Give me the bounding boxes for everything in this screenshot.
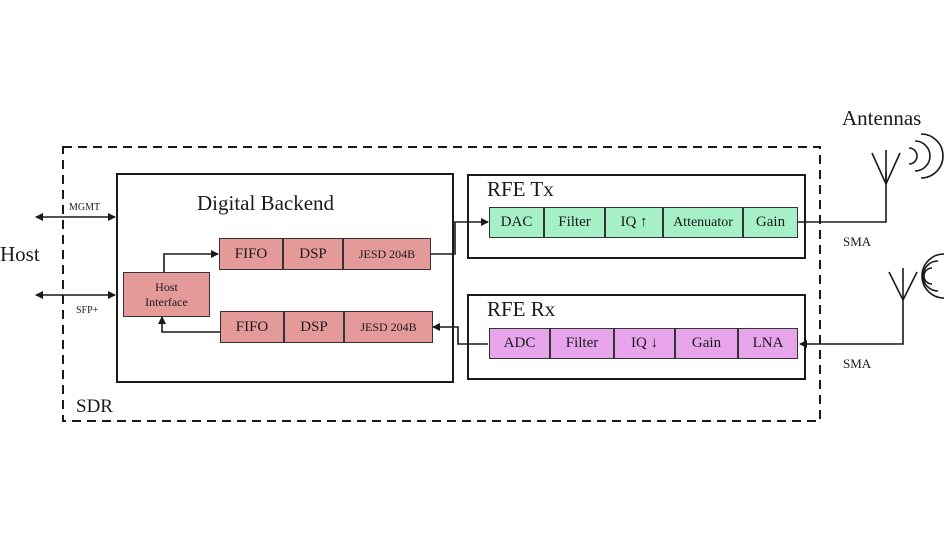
rfe-rx-panel — [467, 294, 806, 380]
tx-iq-up-block: IQ ↑ — [605, 207, 663, 238]
sfp-label: SFP+ — [76, 305, 99, 316]
sma-rx-label: SMA — [843, 356, 872, 371]
rx-antenna-feed — [799, 298, 904, 348]
tx-attenuator-block: Attenuator — [663, 207, 743, 238]
tx-dsp-block: DSP — [283, 238, 343, 270]
antennas-label: Antennas — [842, 106, 922, 130]
tx-jesd-block: JESD 204B — [343, 238, 431, 270]
tx-dac-block: DAC — [489, 207, 544, 238]
rx-antenna-icon — [888, 253, 945, 301]
host-interface-block: Host Interface — [123, 272, 210, 317]
rx-lna-block: LNA — [738, 328, 798, 359]
rx-adc-block: ADC — [489, 328, 550, 359]
sma-tx-label: SMA — [843, 234, 872, 249]
rfe-tx-panel — [467, 174, 806, 259]
rfe-rx-title: RFE Rx — [487, 297, 556, 321]
tx-gain-block: Gain — [743, 207, 798, 238]
host-to-tx-fifo-arrow — [163, 250, 219, 272]
jesd-to-dac-arrow — [431, 218, 489, 255]
tx-antenna-feed — [798, 172, 887, 223]
rx-fifo-to-host-arrow — [158, 316, 220, 333]
tx-antenna-icon — [871, 133, 944, 185]
host-label: Host — [0, 242, 40, 266]
sdr-boundary — [62, 146, 821, 422]
adc-to-jesd-arrow — [432, 323, 488, 345]
rx-dsp-block: DSP — [284, 311, 344, 343]
rx-jesd-block: JESD 204B — [344, 311, 433, 343]
tx-filter-block: Filter — [544, 207, 605, 238]
tx-fifo-block: FIFO — [219, 238, 283, 270]
digital-backend-title: Digital Backend — [197, 191, 335, 215]
rx-fifo-block: FIFO — [220, 311, 284, 343]
mgmt-label: MGMT — [69, 202, 101, 213]
digital-backend-panel — [116, 173, 454, 383]
rfe-tx-title: RFE Tx — [487, 177, 554, 201]
rx-gain-block: Gain — [675, 328, 738, 359]
rx-iq-down-block: IQ ↓ — [614, 328, 675, 359]
rx-filter-block: Filter — [550, 328, 614, 359]
sdr-label: SDR — [76, 396, 113, 417]
